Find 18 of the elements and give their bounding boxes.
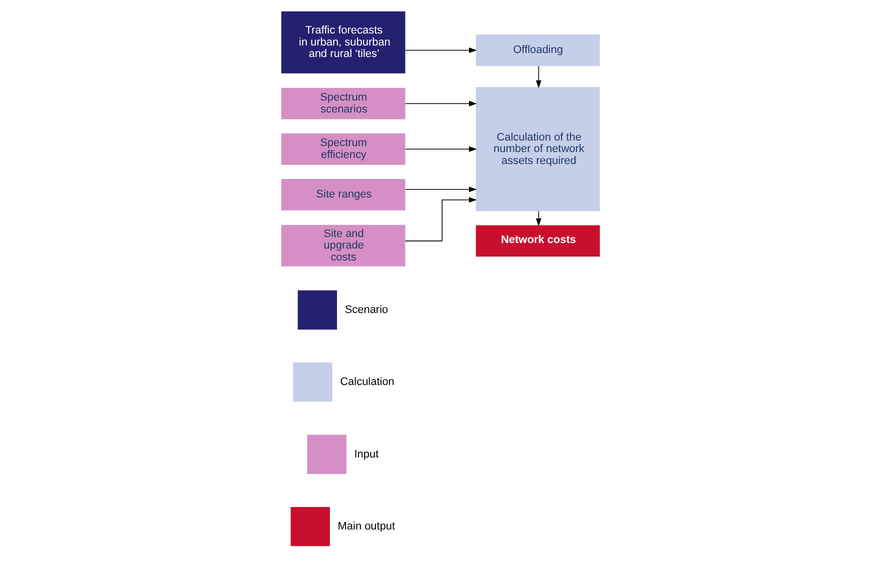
node-box: Offloading xyxy=(476,34,600,66)
legend-label: Main output xyxy=(338,520,396,532)
node-box: Site and upgrade costs xyxy=(281,224,406,266)
node-box: Spectrum scenarios xyxy=(281,88,406,120)
node-box: Network costs xyxy=(476,225,600,257)
arrow xyxy=(404,186,477,192)
arrow xyxy=(404,48,477,53)
node-box: Spectrum efficiency xyxy=(281,133,406,165)
legend-label: Input xyxy=(354,448,379,460)
node-box: Site ranges xyxy=(281,178,406,210)
arrow xyxy=(404,100,477,106)
node-box: Traffic forecasts in urban, suburban and rural ‘tiles’ xyxy=(281,11,406,74)
legend-label: Calculation xyxy=(340,376,394,388)
node-box: Calculation of the number of network assets required xyxy=(476,87,600,212)
arrow xyxy=(404,146,477,152)
legend-label: Scenario xyxy=(344,304,388,316)
arrow xyxy=(404,197,477,242)
arrow xyxy=(536,66,542,88)
